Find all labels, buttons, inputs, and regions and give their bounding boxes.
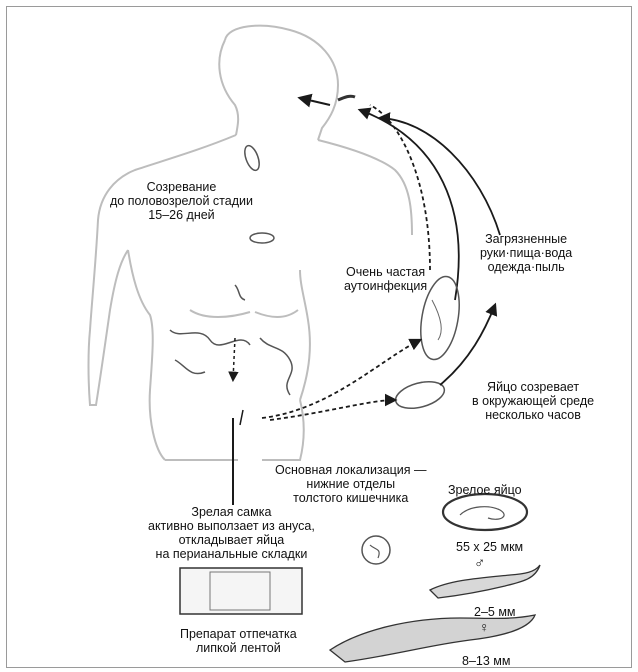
female-size-label: 8–13 мм <box>462 654 510 668</box>
mature-egg-title: Зрелое яйцо <box>448 483 522 497</box>
female-symbol: ♀ <box>479 620 490 634</box>
worm-circle <box>362 536 390 564</box>
egg-size-label: 55 х 25 мкм <box>456 540 523 554</box>
male-symbol: ♂ <box>474 557 485 571</box>
tape-preparation-label: Препарат отпечатка липкой лентой <box>180 627 297 655</box>
egg-matures-label: Яйцо созревает в окружающей среде нескол… <box>472 380 594 422</box>
maturation-label: Созревание до половозрелой стадии 15–26 … <box>110 180 253 222</box>
male-size-label: 2–5 мм <box>474 605 516 619</box>
mature-egg-drawing <box>443 494 527 530</box>
main-location-label: Основная локализация — нижние отделы тол… <box>275 463 427 505</box>
human-body-outline <box>89 26 413 460</box>
contaminated-sources-label: Загрязненные руки·пища·вода одежда·пыль <box>480 232 572 274</box>
mature-female-label: Зрелая самка активно выползает из ануса,… <box>148 505 315 561</box>
tape-slide-drawing <box>180 568 302 614</box>
autoinfection-label: Очень частая аутоинфекция <box>344 265 427 293</box>
